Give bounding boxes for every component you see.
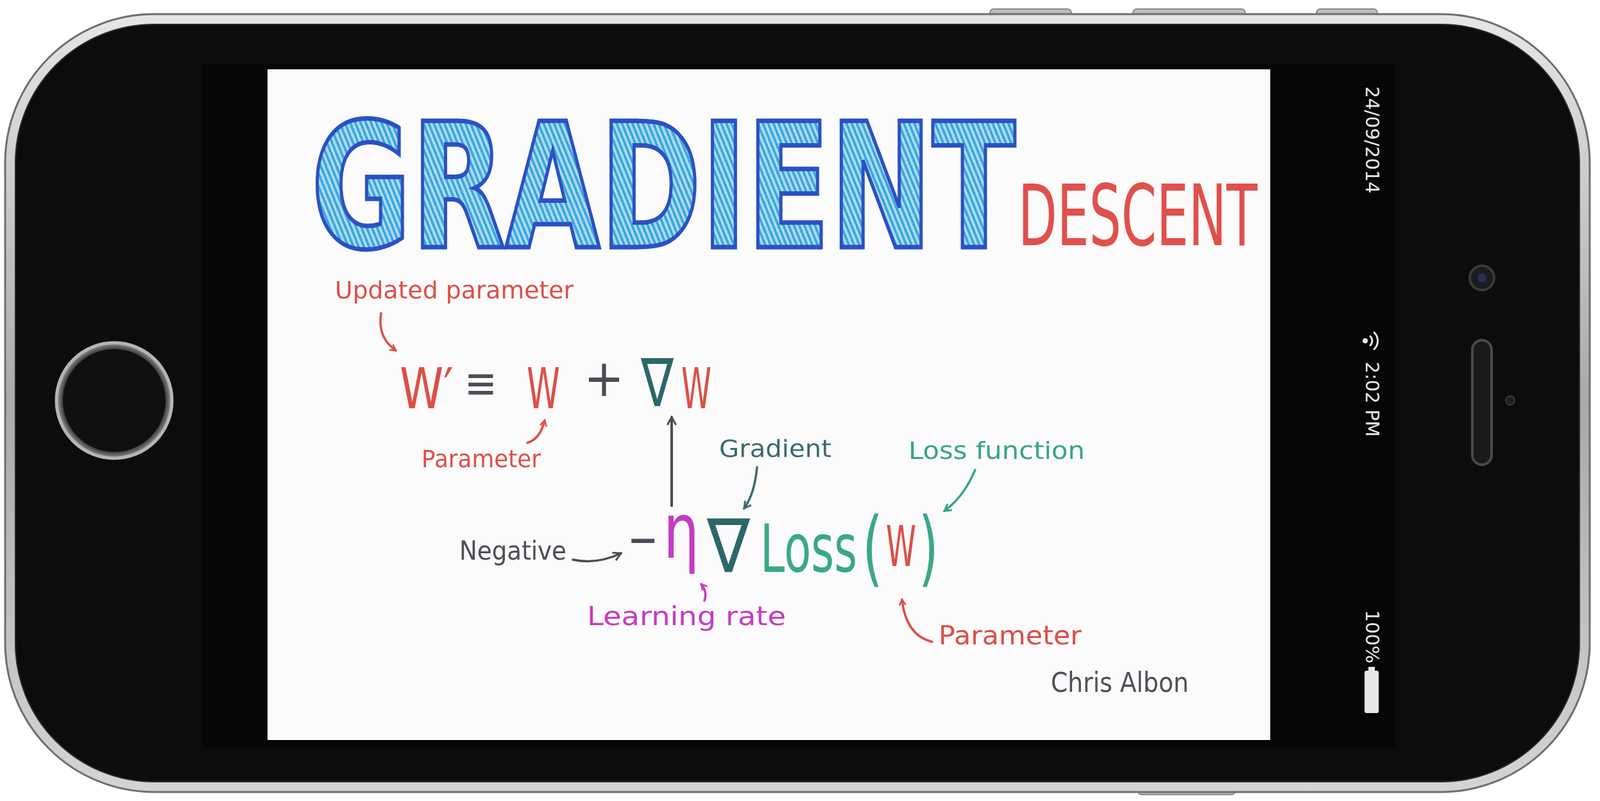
battery-icon <box>1368 666 1375 671</box>
annotation-label: Negative <box>459 537 567 564</box>
leader-arrow <box>701 583 706 601</box>
equation-symbol: W <box>526 361 561 418</box>
equation-symbol: ≡ <box>464 360 498 406</box>
camera <box>1469 265 1495 290</box>
equation-symbol: ) <box>918 506 939 589</box>
author-credit: Chris Albon <box>1050 669 1189 697</box>
home-button <box>56 342 172 459</box>
phone-screen <box>202 64 1396 748</box>
annotation-label: Gradient <box>719 436 832 461</box>
equation-symbol: + <box>583 352 625 405</box>
annotation-label: Learning rate <box>587 603 786 629</box>
phone-frame <box>5 14 1590 792</box>
leader-arrow <box>527 420 545 443</box>
leader-arrow <box>944 469 976 511</box>
status-text: 24/09/2014 <box>1362 85 1382 194</box>
annotation-label: Parameter <box>938 622 1082 648</box>
phone-face <box>15 24 1580 782</box>
white-card <box>267 69 1271 740</box>
speaker <box>1472 340 1492 465</box>
annotation-label: Updated parameter <box>334 277 574 303</box>
sensor <box>1505 395 1515 405</box>
subtitle-text: DESCENT <box>1018 173 1258 258</box>
home-button <box>62 348 166 452</box>
equation-symbol: W <box>681 361 712 418</box>
camera <box>1477 273 1487 283</box>
status-text: 2:02 PM <box>1362 361 1382 437</box>
equation-symbol: W <box>885 519 917 575</box>
leader-arrow <box>572 553 622 561</box>
leader-arrow <box>902 599 933 642</box>
battery-icon <box>1364 670 1379 713</box>
title-text: GRADIENT <box>311 100 1016 274</box>
annotation-label: Loss function <box>908 438 1085 463</box>
equation-symbol: Loss <box>760 515 858 582</box>
equation-symbol: W′ <box>399 361 454 418</box>
wifi-icon <box>1363 332 1379 349</box>
equation-symbol: η <box>663 492 700 570</box>
leader-arrow <box>744 467 758 509</box>
equation-symbol: ∇ <box>640 349 674 417</box>
equation-symbol: − <box>627 513 659 566</box>
annotation-label: Parameter <box>421 446 541 471</box>
leader-arrow <box>380 313 396 351</box>
status-text: 100% <box>1362 610 1382 664</box>
equation-symbol: ( <box>862 506 883 589</box>
equation-symbol: ∇ <box>706 508 750 584</box>
